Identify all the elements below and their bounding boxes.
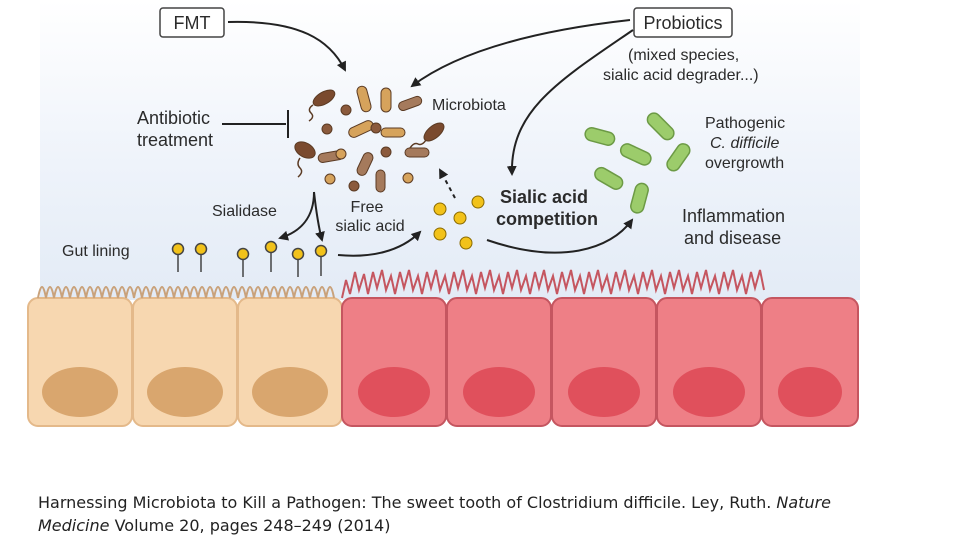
arrow-sialidase-left bbox=[278, 191, 315, 241]
caption-journal-part2: Medicine bbox=[38, 516, 110, 535]
diseased-microvilli bbox=[341, 269, 765, 299]
probiotics-note-line2: sialic acid degrader...) bbox=[603, 67, 759, 84]
diseased-nucleus bbox=[463, 367, 535, 417]
sialic-acid-molecule bbox=[314, 244, 328, 258]
sialic-acid-molecule bbox=[171, 242, 185, 256]
competition-label-line2: competition bbox=[496, 209, 598, 229]
sialic-acid-molecule bbox=[264, 240, 278, 254]
arrow-to-free-sialic-acid bbox=[337, 230, 422, 257]
microbiota-cluster bbox=[294, 85, 445, 193]
healthy-nucleus bbox=[252, 367, 328, 417]
probiotics-box bbox=[633, 7, 733, 38]
pathogenic-label-line2: C. difficile bbox=[710, 135, 779, 152]
sialic-acid-molecule bbox=[236, 247, 250, 261]
pathogenic-label-line1: Pathogenic bbox=[705, 115, 785, 132]
caption-rest: Volume 20, pages 248–249 (2014) bbox=[109, 516, 391, 535]
probiotics-note-line1: (mixed species, bbox=[628, 47, 739, 64]
diseased-cells bbox=[341, 269, 859, 427]
membrane-sialic-acids bbox=[171, 240, 328, 277]
microbiota-label: Microbiota bbox=[432, 97, 506, 114]
inflammation-label-line2: and disease bbox=[684, 228, 781, 248]
gut-lining-label: Gut lining bbox=[62, 243, 130, 260]
gut-lining bbox=[27, 269, 859, 427]
arrow-competition-to-pathogen bbox=[486, 218, 634, 254]
sialidase-label: Sialidase bbox=[212, 203, 277, 220]
arrow-probiotics-to-microbiota bbox=[410, 19, 631, 88]
free-sialic-label-line2: sialic acid bbox=[335, 218, 404, 235]
antibiotic-label-line1: Antibiotic bbox=[137, 108, 210, 128]
sialic-acid-molecule bbox=[194, 242, 208, 256]
arrow-probiotics-to-competition bbox=[506, 29, 634, 176]
fmt-label: FMT bbox=[174, 13, 211, 33]
arrows bbox=[222, 19, 634, 257]
citation-caption: Harnessing Microbiota to Kill a Pathogen… bbox=[38, 491, 938, 537]
arrow-fmt-to-microbiota bbox=[227, 20, 346, 72]
healthy-microvilli bbox=[37, 286, 335, 299]
diseased-nucleus bbox=[673, 367, 745, 417]
healthy-nucleus bbox=[42, 367, 118, 417]
free-sialic-label-line1: Free bbox=[351, 199, 384, 216]
fmt-box bbox=[159, 7, 225, 38]
arrow-sialidase-down bbox=[313, 191, 325, 242]
caption-journal-part1: Nature bbox=[776, 493, 831, 512]
sialic-acid-molecule bbox=[291, 247, 305, 261]
diseased-nucleus bbox=[358, 367, 430, 417]
c-difficile-cluster bbox=[584, 112, 691, 214]
caption-main: Harnessing Microbiota to Kill a Pathogen… bbox=[38, 493, 777, 512]
diseased-nucleus bbox=[568, 367, 640, 417]
healthy-nucleus bbox=[147, 367, 223, 417]
competition-label-line1: Sialic acid bbox=[500, 187, 588, 207]
healthy-cells bbox=[27, 286, 343, 427]
pathogenic-label-line3: overgrowth bbox=[705, 155, 784, 172]
diseased-nucleus bbox=[778, 367, 842, 417]
antibiotic-label-line2: treatment bbox=[137, 130, 213, 150]
free-sialic-acid bbox=[433, 195, 485, 250]
inflammation-label-line1: Inflammation bbox=[682, 206, 785, 226]
probiotics-label: Probiotics bbox=[643, 13, 722, 33]
arrow-free-to-microbiota bbox=[439, 168, 456, 199]
